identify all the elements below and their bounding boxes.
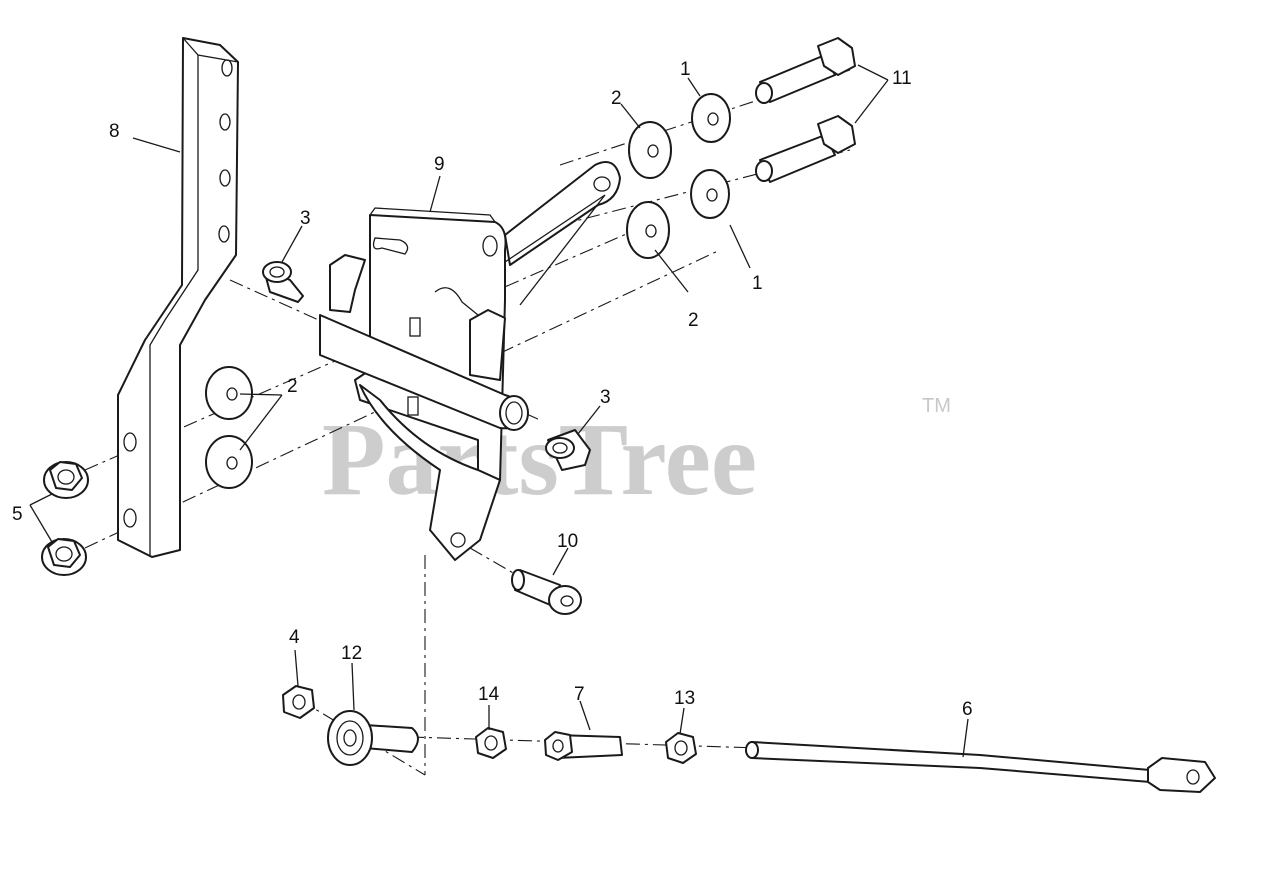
callout-8: 8 [109,121,120,142]
part-14-nut [475,727,507,759]
part-5-flange-nuts [41,461,89,576]
part-4-nut [282,685,315,719]
callouts: 8 9 3 3 2 1 1 2 11 2 5 10 4 12 14 7 13 6 [12,59,973,720]
part-9-bracket [319,161,621,561]
callout-2-upper-right: 2 [611,88,622,109]
callout-4: 4 [289,627,300,648]
callout-3-upper: 3 [300,208,311,229]
watermark-trademark: TM [922,395,951,417]
callout-14: 14 [478,684,500,705]
callout-3-lower: 3 [600,387,611,408]
callout-1-lower: 1 [752,273,763,294]
callout-13: 13 [674,688,695,709]
part-11-bolts [755,37,856,183]
callout-12: 12 [341,643,362,664]
callout-7: 7 [574,684,585,705]
part-10-pin [511,569,582,615]
part-6-control-rod [745,741,1216,793]
part-12-rod-end [327,710,419,766]
part-2-washers-left [205,366,253,489]
callout-2-left: 2 [287,376,298,397]
part-2-washers-right [626,121,672,259]
part-1-washers [690,93,731,219]
callout-2-lower-right: 2 [688,310,699,331]
callout-1-upper: 1 [680,59,691,80]
callout-9: 9 [434,154,445,175]
leader-lines [29,64,969,758]
part-7-coupling [544,731,623,761]
callout-5: 5 [12,504,23,525]
part-3-bushings [262,261,591,471]
callout-11: 11 [892,68,912,89]
callout-6: 6 [962,699,973,720]
part-8-adjustment-arm [117,37,239,558]
callout-10: 10 [557,531,578,552]
part-13-nut [665,732,697,764]
